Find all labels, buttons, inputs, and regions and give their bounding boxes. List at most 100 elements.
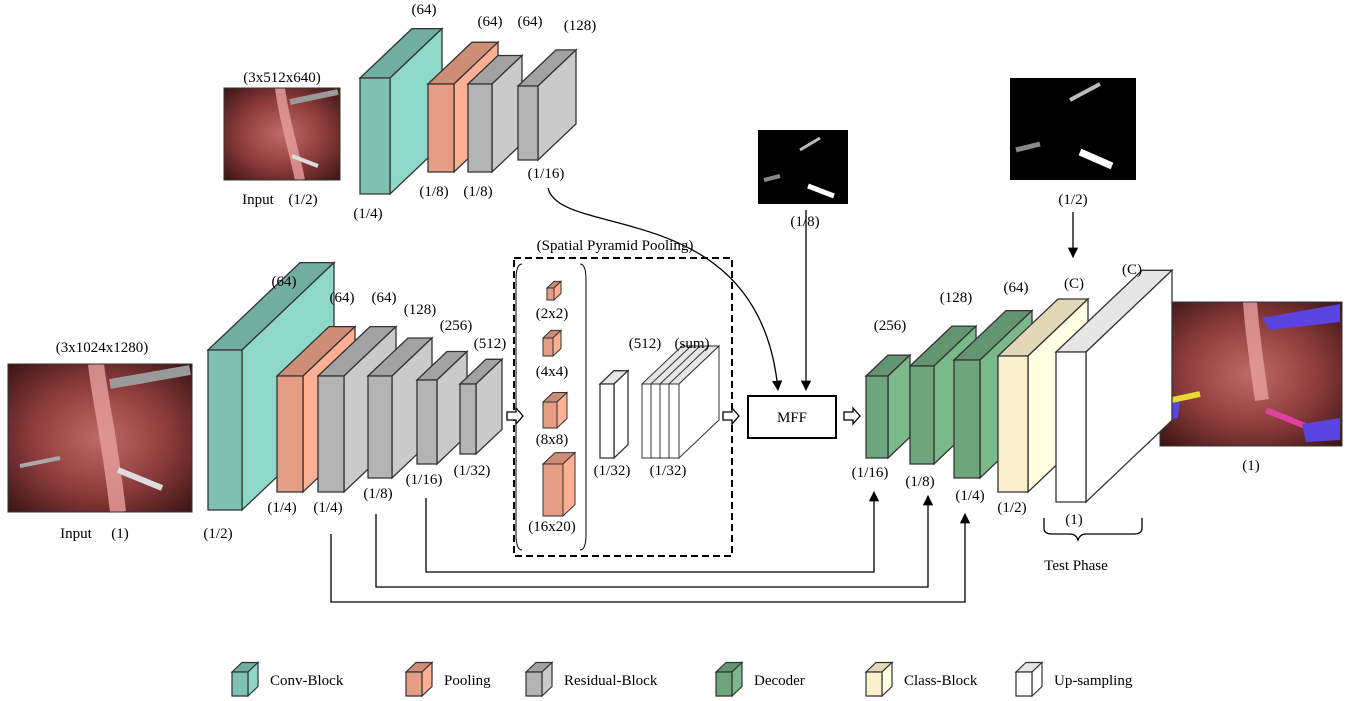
main-scale-label: (1/4): [313, 500, 342, 516]
spp-frame: [513, 257, 733, 557]
legend-label: Pooling: [444, 673, 491, 689]
mff-box: [747, 395, 837, 439]
legend-item: Conv-Block: [230, 661, 344, 698]
main-channel-label: (64): [272, 274, 297, 290]
main-input-label: Input: [60, 526, 92, 542]
spp-level-label: (4x4): [536, 364, 569, 380]
spp-scale-label: (1/32): [594, 463, 631, 479]
main-residual-block: [458, 357, 504, 456]
spp-upsample-channels: (512): [629, 336, 662, 352]
main-scale-label: (1/16): [406, 472, 443, 488]
test-phase-label: Test Phase: [1044, 558, 1108, 574]
legend-label: Decoder: [754, 673, 805, 689]
connectors: [330, 187, 1079, 603]
legend-item: Decoder: [714, 661, 805, 698]
top-mask-scale: (1/2): [1058, 192, 1087, 208]
legend-swatch-icon: [714, 661, 744, 698]
flow-arrow-to-spp: [506, 406, 524, 426]
spp-pool-block: [541, 329, 563, 358]
decoder-channel-label: (128): [940, 290, 973, 306]
spp-pool-block: [541, 391, 569, 430]
output-scale: (1): [1242, 458, 1260, 474]
legend-swatch-icon: [1014, 661, 1044, 698]
legend-item: Pooling: [404, 661, 491, 698]
top-input-label: Input: [242, 192, 274, 208]
legend-label: Class-Block: [904, 673, 978, 689]
top-channel-label: (64): [518, 14, 543, 30]
decoder-scale-label: (1): [1065, 512, 1083, 528]
main-channel-label: (256): [440, 318, 473, 334]
top-residual-block: [466, 53, 524, 174]
main-channel-label: (128): [404, 302, 437, 318]
spp-scale-label: (1/32): [650, 463, 687, 479]
upsample-block: [1054, 268, 1174, 504]
top-to-mff-connector: [547, 187, 783, 392]
legend-item: Up-sampling: [1014, 661, 1133, 698]
top-input-dim: (3x512x640): [243, 70, 321, 86]
top-scale-label: (1/16): [528, 166, 565, 182]
flow-arrow-to-mff: [722, 406, 740, 426]
top-scale-label: (1/8): [419, 184, 448, 200]
legend-swatch-icon: [524, 661, 554, 698]
main-input-image: [7, 363, 193, 513]
main-channel-label: (64): [372, 290, 397, 306]
skip-connection-1-8: [375, 494, 934, 588]
legend-label: Residual-Block: [564, 673, 658, 689]
spp-pool-block: [541, 451, 577, 518]
top-mask-image: [1010, 78, 1136, 180]
main-channel-label: (64): [330, 290, 355, 306]
legend-swatch-icon: [404, 661, 434, 698]
main-scale-label: (1/4): [267, 500, 296, 516]
decoder-channel-label: (256): [874, 318, 907, 334]
mff-mask-image: [758, 130, 848, 204]
legend-label: Up-sampling: [1054, 673, 1133, 689]
decoder-scale-label: (1/16): [852, 465, 889, 481]
top-input-image: [223, 87, 341, 181]
top-input-scale: (1/2): [288, 192, 317, 208]
decoder-block: [864, 353, 912, 460]
top-channel-label: (64): [412, 2, 437, 18]
legend: Conv-Block Pooling Residual-Block Decoder Cl…: [230, 661, 1133, 698]
spp-pool-block: [545, 280, 563, 302]
skip-connection-1-16: [425, 490, 880, 573]
main-input-dim: (3x1024x1280): [56, 340, 149, 356]
legend-swatch-icon: [230, 661, 260, 698]
output-image: [1159, 301, 1343, 447]
mff-label: MFF: [777, 410, 807, 426]
main-scale-label: (1/2): [203, 526, 232, 542]
legend-item: Class-Block: [864, 661, 978, 698]
spp-title: (Spatial Pyramid Pooling): [537, 238, 694, 254]
main-scale-label: (1/32): [454, 463, 491, 479]
legend-label: Conv-Block: [270, 673, 344, 689]
top-scale-label: (1/8): [463, 184, 492, 200]
spp-bracket: [515, 263, 587, 551]
legend-item: Residual-Block: [524, 661, 658, 698]
spp-level-label: (2x2): [536, 306, 569, 322]
main-channel-label: (512): [474, 336, 507, 352]
decoder-scale-label: (1/2): [997, 500, 1026, 516]
test-phase-brace: [1043, 518, 1143, 543]
spp-sum-label: (sum): [675, 336, 710, 352]
spp-level-label: (16x20): [528, 519, 576, 535]
top-channel-label: (128): [564, 18, 597, 34]
spp-sum-block: [667, 344, 721, 460]
main-residual-block: [366, 336, 434, 480]
main-input-scale: (1): [111, 526, 129, 542]
top-channel-label: (64): [478, 14, 503, 30]
top-scale-label: (1/4): [353, 206, 382, 222]
decoder-scale-label: (1/4): [955, 488, 984, 504]
spp-upsample-block: [598, 369, 630, 460]
decoder-channel-label: (C): [1064, 276, 1084, 292]
legend-swatch-icon: [864, 661, 894, 698]
decoder-channel-label: (64): [1004, 280, 1029, 296]
main-scale-label: (1/8): [363, 486, 392, 502]
mff-mask-scale: (1/8): [790, 214, 819, 230]
decoder-scale-label: (1/8): [905, 474, 934, 490]
blocks-layer: [206, 27, 1174, 518]
flow-arrow-to-decoder: [843, 406, 861, 426]
decoder-channel-label: (C): [1122, 262, 1142, 278]
top-residual-block: [516, 48, 578, 162]
spp-level-label: (8x8): [536, 432, 569, 448]
skip-connection-1-4: [330, 512, 971, 603]
